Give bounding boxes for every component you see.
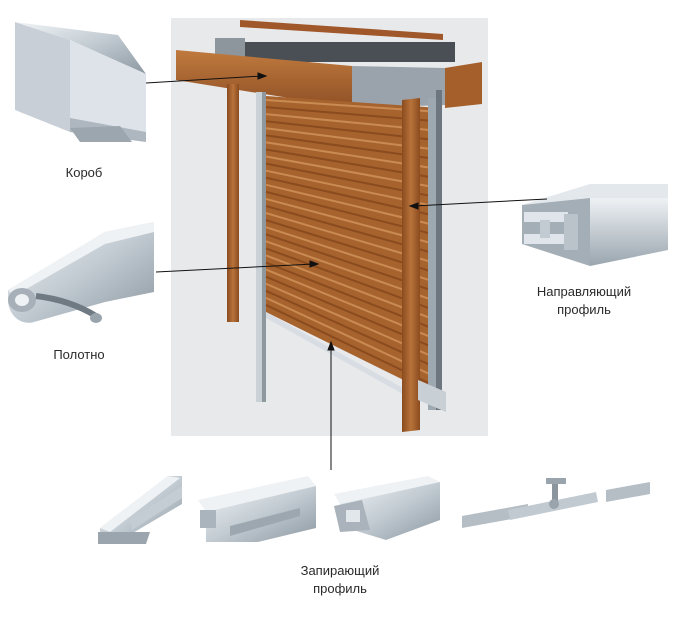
lock-profile-1-image [98,476,182,544]
box-side [445,62,482,108]
slat-profile-image [8,222,154,323]
guide-profile-label: Направляющий профиль [526,283,642,319]
lock-profile-label-line2: профиль [313,581,367,596]
lock-profile-label-line1: Запирающий [300,563,380,578]
box-label: Короб [65,165,103,180]
guide-profile-label-line2: профиль [557,302,611,317]
lock-bar-assembly-image [462,478,650,528]
left-rail [227,84,239,322]
guide-profile-label-line1: Направляющий [536,284,632,299]
curtain-slats [265,99,441,390]
box-profile-image [15,22,146,142]
bottom-bar [266,312,410,398]
lock-profile-3-image [334,476,440,540]
lock-profile-label: Запирающий профиль [290,562,390,598]
box-lid [240,20,443,40]
lock-profile-2-image [198,476,316,542]
shaft [215,42,455,62]
curtain-label: Полотно [53,347,105,362]
box-front [176,50,352,108]
pointer-lines [145,72,548,470]
right-rail [402,98,420,432]
guide-profile-image [522,184,668,266]
